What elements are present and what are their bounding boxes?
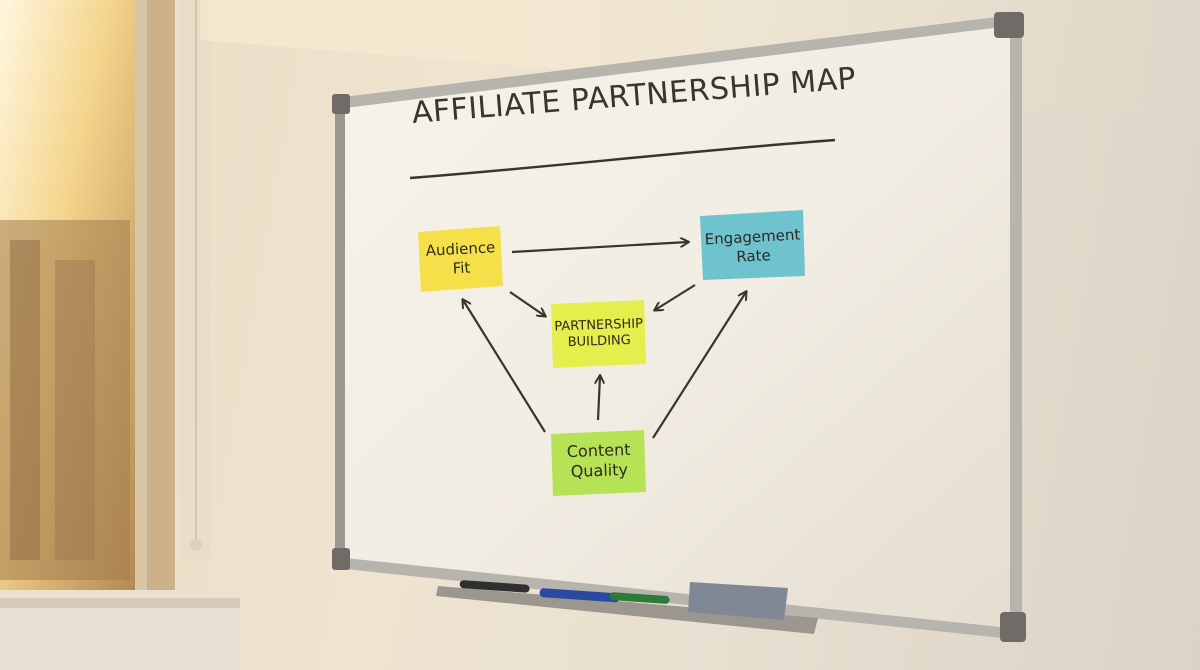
note-content-quality bbox=[551, 430, 646, 496]
note-partnership-building-label: PARTNERSHIP BUILDING bbox=[551, 316, 646, 352]
arrow-audience-to-partnership bbox=[509, 291, 545, 316]
note-audience-fit bbox=[418, 226, 503, 292]
arrow-content-to-partnership bbox=[598, 376, 600, 421]
title-underline bbox=[409, 138, 836, 180]
marker-icon[interactable] bbox=[459, 580, 530, 593]
marker-tray bbox=[436, 580, 818, 634]
window bbox=[0, 0, 240, 670]
eraser-icon[interactable] bbox=[688, 582, 788, 620]
note-content-quality-line2: Quality bbox=[570, 460, 629, 481]
marker-icon[interactable] bbox=[539, 588, 620, 603]
diagram-arrows bbox=[463, 242, 746, 439]
note-audience-fit-label: Audience Fit bbox=[419, 238, 503, 280]
note-engagement-rate-label: Engagement Rate bbox=[701, 225, 805, 268]
arrow-content-to-engagement bbox=[652, 292, 746, 439]
arrow-engagement-to-partnership bbox=[655, 284, 696, 310]
note-partnership-building bbox=[551, 300, 646, 368]
arrow-content-to-audience bbox=[463, 300, 546, 433]
note-partnership-building-line2: BUILDING bbox=[567, 333, 632, 351]
marker-icon[interactable] bbox=[609, 592, 670, 604]
arrow-audience-to-engagement bbox=[511, 242, 688, 254]
note-engagement-rate bbox=[700, 210, 805, 280]
note-content-quality-label: Content Quality bbox=[551, 439, 646, 482]
sticky-notes bbox=[418, 210, 805, 496]
